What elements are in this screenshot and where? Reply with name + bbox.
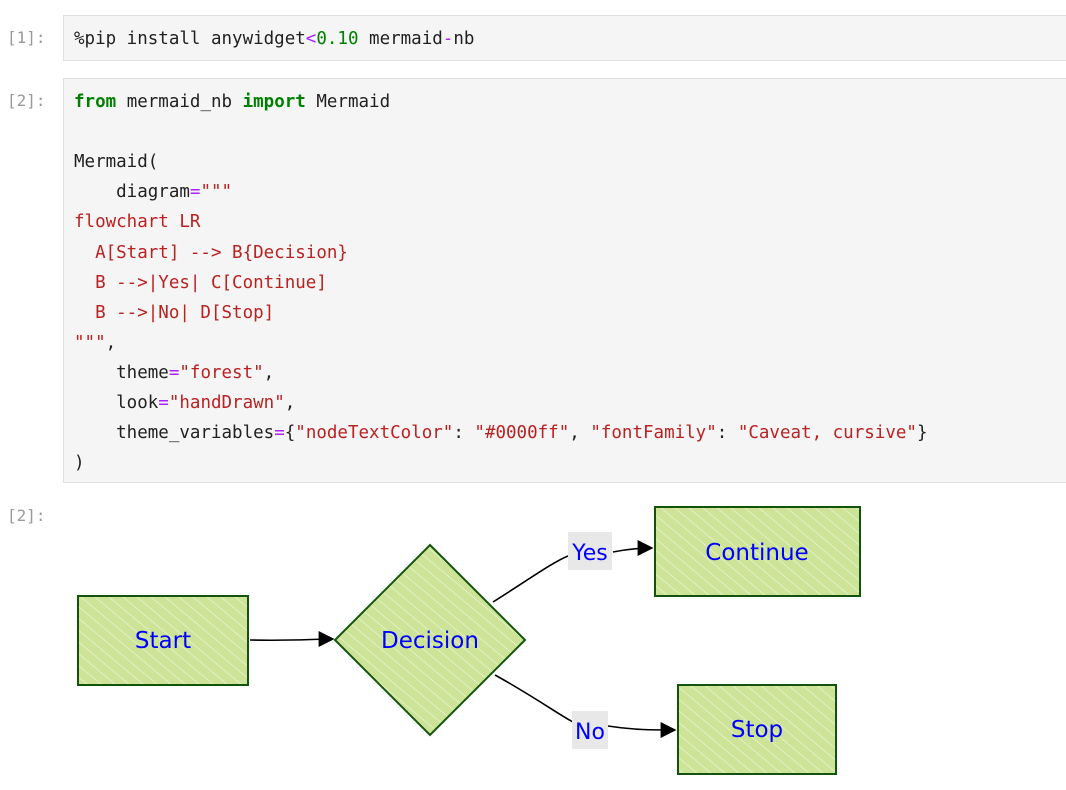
code-token: """: [74, 332, 106, 353]
code-cell-1[interactable]: %pip install anywidget<0.10 mermaid-nb: [63, 15, 1066, 61]
code-token: """: [200, 182, 233, 203]
code-token: theme: [74, 362, 169, 383]
code-line: ): [74, 452, 85, 474]
code-token: import: [242, 92, 306, 112]
node-stop-label: Stop: [731, 717, 783, 743]
edge-start-decision: [249, 631, 335, 648]
edge-label-no-bg: [572, 711, 608, 749]
code-token: ,: [569, 423, 591, 444]
code-token: "Caveat, cursive": [737, 423, 917, 444]
code-token: from: [74, 92, 117, 112]
code-token: mermaid: [358, 29, 443, 49]
code-line: A[Start] --> B{Decision}: [74, 242, 348, 264]
code-line: B -->|Yes| C[Continue]: [74, 272, 327, 294]
code-token: :: [453, 423, 475, 444]
code-token: 0.10: [316, 29, 359, 49]
code-token: "#0000ff": [474, 423, 570, 444]
cell-1-prompt: [1]:: [7, 28, 46, 47]
code-line: flowchart LR: [74, 211, 200, 233]
code-line: Mermaid(: [74, 151, 158, 173]
code-token: ,: [284, 393, 296, 413]
mermaid-output: Yes No Start Decision Continue Stop: [63, 500, 1063, 789]
code-token: =: [189, 182, 201, 203]
code-token: =: [274, 423, 285, 444]
node-decision[interactable]: Decision: [333, 543, 527, 737]
node-start[interactable]: Start: [77, 595, 249, 686]
code-token: ): [74, 453, 85, 474]
code-token: diagram: [74, 182, 190, 203]
code-token: %pip install anywidget: [74, 29, 306, 49]
code-line: B -->|No| D[Stop]: [74, 302, 274, 324]
code-token: -: [442, 29, 454, 49]
edge-label-yes-bg: [568, 532, 612, 570]
code-line: from mermaid_nb import Mermaid: [74, 91, 390, 113]
code-token: Mermaid(: [74, 152, 159, 173]
edge-decision-continue: [492, 555, 569, 603]
cell-2-prompt: [2]:: [7, 91, 46, 110]
code-token: theme_variables: [74, 423, 275, 444]
code-token: "handDrawn": [168, 393, 285, 413]
code-token: B -->|Yes| C[Continue]: [74, 272, 327, 293]
code-token: <: [305, 29, 317, 49]
code-line: look="handDrawn",: [74, 392, 295, 414]
code-line: theme="forest",: [74, 362, 274, 384]
code-line: %pip install anywidget<0.10 mermaid-nb: [74, 28, 474, 50]
node-decision-label: Decision: [381, 628, 479, 654]
code-token: nb: [453, 29, 475, 49]
code-token: ,: [105, 332, 117, 353]
code-token: :: [716, 423, 738, 444]
node-start-label: Start: [135, 628, 191, 654]
code-line: theme_variables={"nodeTextColor": "#0000…: [74, 422, 928, 444]
node-continue-label: Continue: [705, 540, 808, 566]
code-line: diagram=""": [74, 181, 232, 203]
code-token: =: [158, 393, 169, 413]
flowchart-diagram: Yes No Start Decision Continue Stop: [77, 506, 861, 775]
code-token: flowchart LR: [74, 212, 201, 233]
code-token: mermaid_nb: [116, 92, 243, 112]
code-token: B -->|No| D[Stop]: [74, 302, 275, 323]
code-token: Mermaid: [305, 92, 391, 112]
edge-decision-stop: [494, 674, 574, 723]
node-stop[interactable]: Stop: [677, 684, 837, 775]
code-token: look: [74, 393, 159, 413]
code-token: }: [916, 423, 928, 444]
edge-label-yes: Yes: [571, 541, 608, 566]
output-2-prompt: [2]:: [7, 506, 46, 525]
edge-no-stop: [607, 721, 677, 738]
code-token: A[Start] --> B{Decision}: [74, 242, 348, 263]
code-token: "nodeTextColor": [295, 423, 454, 444]
edge-label-no: No: [575, 720, 605, 745]
code-token: "fontFamily": [590, 423, 717, 444]
code-token: "forest": [179, 362, 264, 383]
code-token: {: [284, 423, 296, 444]
edge-yes-continue: [612, 540, 654, 557]
code-token: ,: [263, 362, 275, 383]
code-line: """,: [74, 332, 116, 354]
node-continue[interactable]: Continue: [654, 506, 861, 597]
code-token: =: [168, 362, 180, 383]
